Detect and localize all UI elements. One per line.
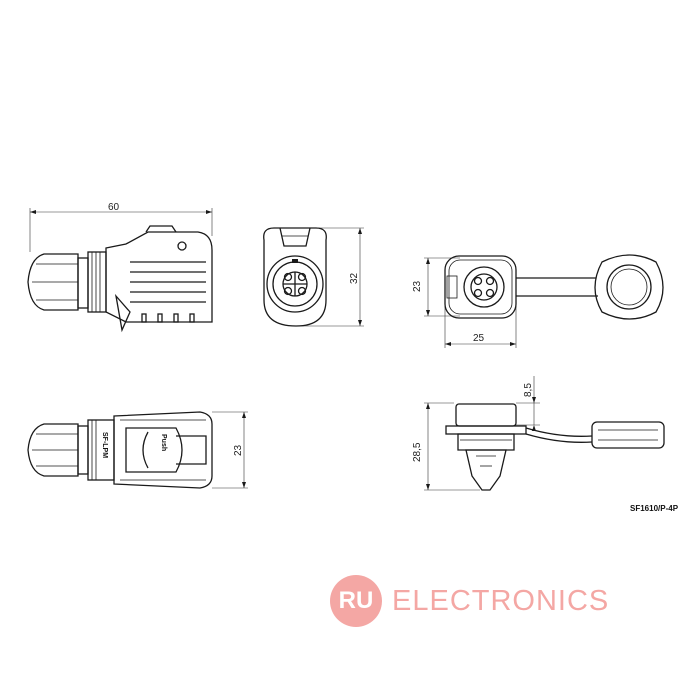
dim-socket-width: 25 <box>473 333 485 344</box>
push-label: Push <box>160 434 167 451</box>
dim-top-height: 23 <box>233 444 244 456</box>
watermark-text: ELECTRONICS <box>392 584 610 617</box>
dim-mount-offset: 8,5 <box>523 383 534 397</box>
dim-socket-height: 23 <box>412 280 423 292</box>
part-number: SF1610/P-4P <box>630 504 679 513</box>
socket-front-view: 23 25 <box>412 254 664 348</box>
watermark-badge: RU <box>330 575 382 627</box>
brand-mark: SF-LPM <box>101 432 108 458</box>
dim-front-height: 32 <box>349 272 360 284</box>
plug-side-view: 60 <box>27 202 213 333</box>
plug-front-view: 32 <box>263 227 364 327</box>
dim-length: 60 <box>108 202 120 213</box>
dim-mount-height: 28,5 <box>412 442 423 462</box>
socket-side-view: 8,5 28,5 <box>412 376 665 491</box>
watermark-logo: RU ELECTRONICS <box>330 575 609 627</box>
plug-top-view: 23 Push SF-LPM <box>27 411 248 489</box>
